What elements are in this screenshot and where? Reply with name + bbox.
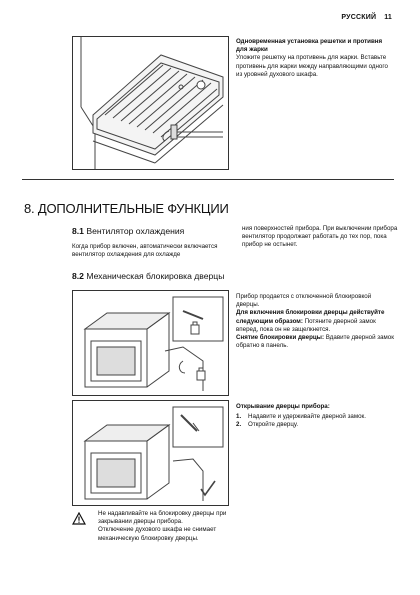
page-header: РУССКИЙ 11	[333, 14, 392, 21]
header-section: РУССКИЙ	[341, 14, 377, 21]
top-instruction: Одновременная установка решетки и против…	[236, 38, 394, 79]
open-door-step: 1. Надавите и удерживайте дверной замок.	[236, 413, 396, 421]
section-82-title: Механическая блокировка дверцы	[83, 271, 225, 281]
top-instruction-title: Одновременная установка решетки и против…	[236, 38, 383, 54]
door-lock-disable-title: Снятие блокировки дверцы:	[236, 334, 325, 342]
figure-door-open	[72, 400, 229, 506]
section-8-title: 8. ДОПОЛНИТЕЛЬНЫЕ ФУНКЦИИ	[24, 201, 229, 216]
header-page-number: 11	[384, 14, 392, 21]
rack-tray-illustration	[73, 37, 228, 169]
door-lock-enable: Для включения блокировки дверцы действуй…	[236, 309, 396, 334]
step-number: 2.	[236, 421, 242, 429]
warning-line-2: Отключение духового шкафа не снимает мех…	[98, 526, 217, 542]
section-82-heading: 8.2 Механическая блокировка дверцы	[72, 271, 224, 281]
figure-door-lock	[72, 290, 229, 396]
warning-icon	[72, 512, 86, 530]
section-81-heading: 8.1 Вентилятор охлаждения	[72, 226, 184, 236]
door-lock-illustration	[73, 291, 228, 395]
open-door-step: 2. Откройте дверцу.	[236, 421, 396, 429]
open-door-steps: 1.Надавите и удерживайте дверной замок. …	[236, 413, 396, 429]
warning-text: Не надавливайте на блокировку дверцы при…	[98, 510, 228, 543]
door-lock-sold-disabled: Прибор продается с отключенной блокировк…	[236, 293, 372, 309]
section-82-text: Прибор продается с отключенной блокировк…	[236, 293, 396, 350]
section-81-text: Когда прибор включен, автоматически вклю…	[72, 243, 218, 259]
door-open-illustration	[73, 401, 228, 505]
door-lock-enable-title: Для включения блокировки дверцы действуй…	[236, 309, 385, 325]
section-81-text-cont: ния поверхностей прибора. При выключении…	[242, 225, 400, 250]
section-82-number: 8.2	[72, 271, 84, 281]
step-text: Надавите и удерживайте дверной замок.	[248, 413, 366, 421]
door-lock-enable-text: Потяните дверной замок вперед, пока он н…	[236, 317, 376, 333]
step-number: 1.	[236, 413, 242, 421]
warning-line-1: Не надавливайте на блокировку дверцы при…	[98, 510, 227, 526]
section-81-title: Вентилятор охлаждения	[83, 226, 185, 236]
section-81-continuation: ния поверхностей прибора. При выключении…	[242, 225, 398, 249]
figure-rack-tray	[72, 36, 229, 170]
open-door-title: Открывание дверцы прибора:	[236, 403, 330, 410]
open-door-instructions: Открывание дверцы прибора: 1. Надавите и …	[236, 403, 396, 430]
section-81-number: 8.1	[72, 226, 84, 236]
top-divider	[22, 179, 394, 180]
door-lock-disable-text: Вдавите дверной замок обратно в панель.	[236, 334, 394, 350]
door-lock-disable: Снятие блокировки дверцы: Вдавите дверно…	[236, 334, 396, 350]
top-instruction-text: Уложите решетку на противень для жарки. …	[236, 54, 388, 78]
step-text: Откройте дверцу.	[248, 421, 299, 429]
